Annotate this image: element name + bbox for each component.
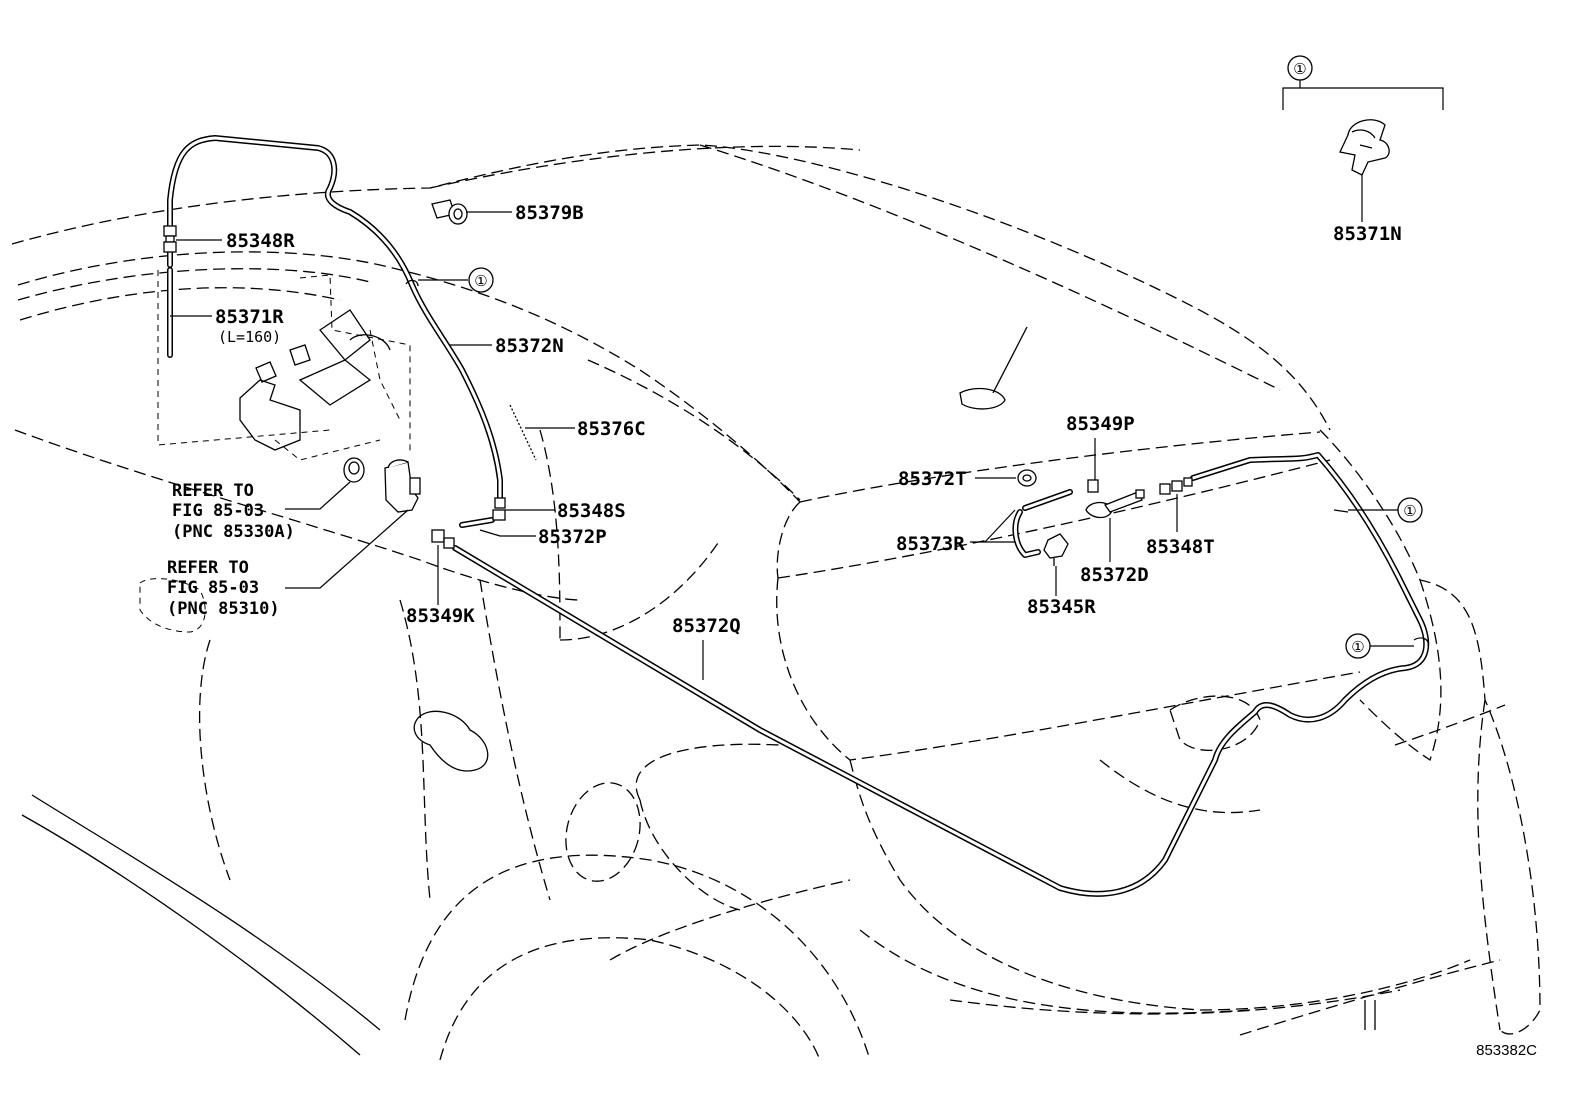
label-85371R-length: (L=160) [218,328,281,346]
vehicle-body-outline [11,144,1541,1061]
label-85348S: 85348S [557,500,626,522]
label-85345R: 85345R [1027,596,1096,618]
ref-note-1-line3: (PNC 85330A) [172,522,295,542]
label-85349P: 85349P [1066,413,1135,435]
label-85372D: 85372D [1080,564,1149,586]
label-85372Q: 85372Q [672,615,741,637]
washer-hose-routing [167,135,1430,897]
washer-tank-area [157,270,411,461]
part-85345R-clip [1043,533,1069,566]
ref-note-2-line1: REFER TO [167,558,249,578]
part-85348S-joint [492,497,506,521]
part-85379B-nozzle [431,199,468,225]
ref-note-2-line2: FIG 85-03 [167,578,259,598]
callout-1-hose-lower: ① [1351,638,1364,656]
part-85348R-joint [163,225,177,253]
hose-clamp-markers [405,279,1429,647]
label-85373R: 85373R [896,533,965,555]
part-85376C-protector [509,404,537,461]
part-85372T-grommet [1017,469,1037,487]
label-85376C: 85376C [577,418,646,440]
label-85348R: 85348R [226,230,295,252]
label-85371R: 85371R [215,306,284,328]
part-85349P-joint [1087,479,1099,493]
label-85372N: 85372N [495,335,564,357]
callout-1-hose-top: ① [474,272,487,290]
part-85348T-joint [1159,477,1193,495]
callout-1-hose-right: ① [1403,502,1416,520]
ref-note-1-line1: REFER TO [172,481,254,501]
label-85379B: 85379B [515,202,584,224]
callout-circles: ① ① ① ① [468,55,1423,659]
label-85371N: 85371N [1333,223,1402,245]
label-85348T: 85348T [1146,536,1215,558]
part-85349K-joint [431,529,455,549]
leader-lines [170,80,1444,680]
part-85372D-nozzle [1085,489,1145,519]
part-labels: 85348R 85371R (L=160) 85379B 85372N 8537… [215,202,1402,637]
figure-id: 853382C [1476,1042,1537,1059]
label-85372P: 85372P [538,526,607,548]
reference-notes: REFER TO FIG 85-03 (PNC 85330A) REFER TO… [167,481,295,619]
label-85349K: 85349K [406,605,475,627]
label-85372T: 85372T [898,468,967,490]
ref-note-2-line3: (PNC 85310) [167,599,280,619]
part-85371N-clamp [1339,119,1390,176]
ref-note-1-line2: FIG 85-03 [172,501,264,521]
part-washer-pump [343,457,421,513]
callout-1-top: ① [1293,60,1306,78]
